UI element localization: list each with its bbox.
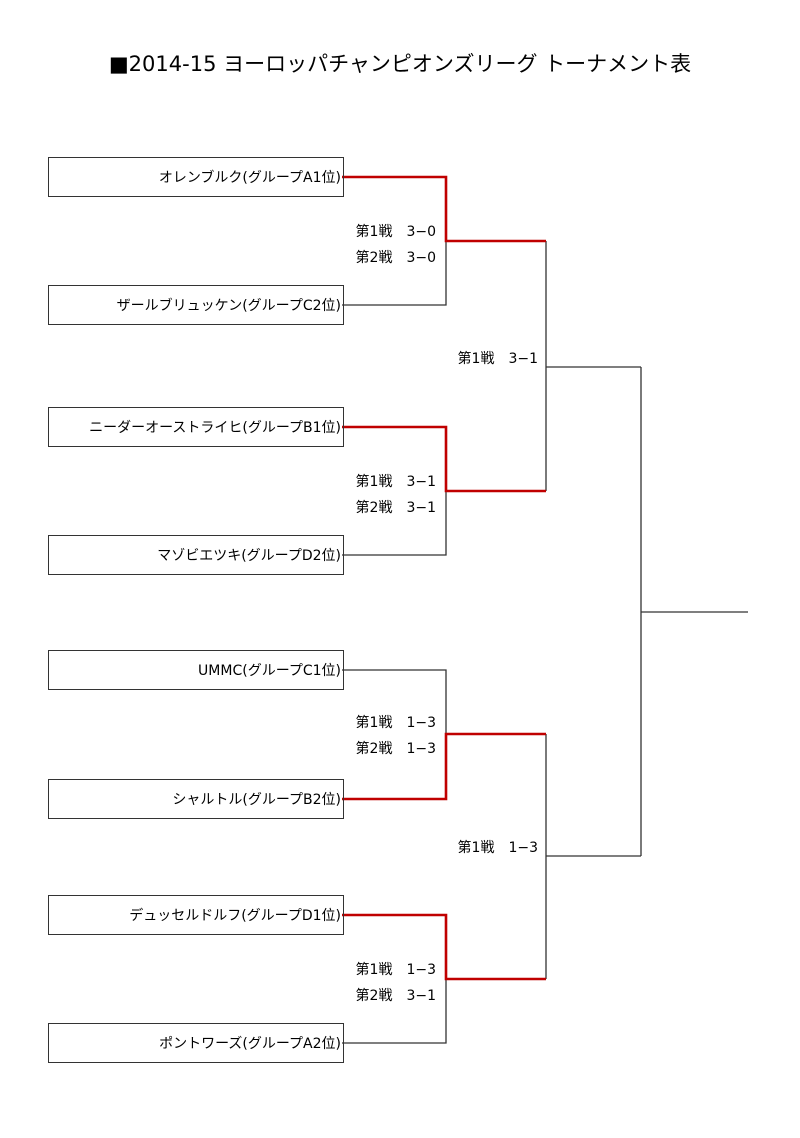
qf4-leg1-score: 第1戦 1−3 [355,962,436,978]
qf2-leg2-score: 第2戦 3−1 [355,500,436,516]
team-name: UMMC(グループC1位) [198,663,341,679]
qf3-leg1-score: 第1戦 1−3 [355,715,436,731]
qf1-leg1-score: 第1戦 3−0 [355,224,436,240]
team-name: マゾビエツキ(グループD2位) [157,548,341,564]
team-box: マゾビエツキ(グループD2位) [48,535,344,575]
sf2-line [545,734,641,979]
qf4-winner-line [342,913,546,981]
sf1-line [545,241,641,491]
qf1-loser-line [342,241,447,306]
qf2-winner-line [342,425,546,493]
team-box: ポントワーズ(グループA2位) [48,1023,344,1063]
final-line [640,367,748,856]
team-box: デュッセルドルフ(グループD1位) [48,895,344,935]
sf1-leg1-score: 第1戦 3−1 [457,351,538,367]
sf2-leg1-score: 第1戦 1−3 [457,840,538,856]
qf3-loser-line [342,669,447,734]
team-name: デュッセルドルフ(グループD1位) [129,908,341,924]
qf4-leg2-score: 第2戦 3−1 [355,988,436,1004]
qf3-winner-line [342,732,546,801]
qf3-leg2-score: 第2戦 1−3 [355,741,436,757]
team-name: オレンブルク(グループA1位) [158,170,341,186]
team-name: ザールブリュッケン(グループC2位) [116,298,341,314]
team-box: UMMC(グループC1位) [48,650,344,690]
qf2-leg1-score: 第1戦 3−1 [355,474,436,490]
team-box: ニーダーオーストライヒ(グループB1位) [48,407,344,447]
qf2-loser-line [342,491,447,556]
team-box: ザールブリュッケン(グループC2位) [48,285,344,325]
team-name: ポントワーズ(グループA2位) [159,1036,341,1052]
qf1-leg2-score: 第2戦 3−0 [355,250,436,266]
qf1-winner-line [342,175,546,243]
team-name: ニーダーオーストライヒ(グループB1位) [89,420,341,436]
qf4-loser-line [342,979,447,1044]
team-box: オレンブルク(グループA1位) [48,157,344,197]
team-name: シャルトル(グループB2位) [172,792,341,808]
team-box: シャルトル(グループB2位) [48,779,344,819]
page-title: ■2014-15 ヨーロッパチャンピオンズリーグ トーナメント表 [108,52,692,76]
